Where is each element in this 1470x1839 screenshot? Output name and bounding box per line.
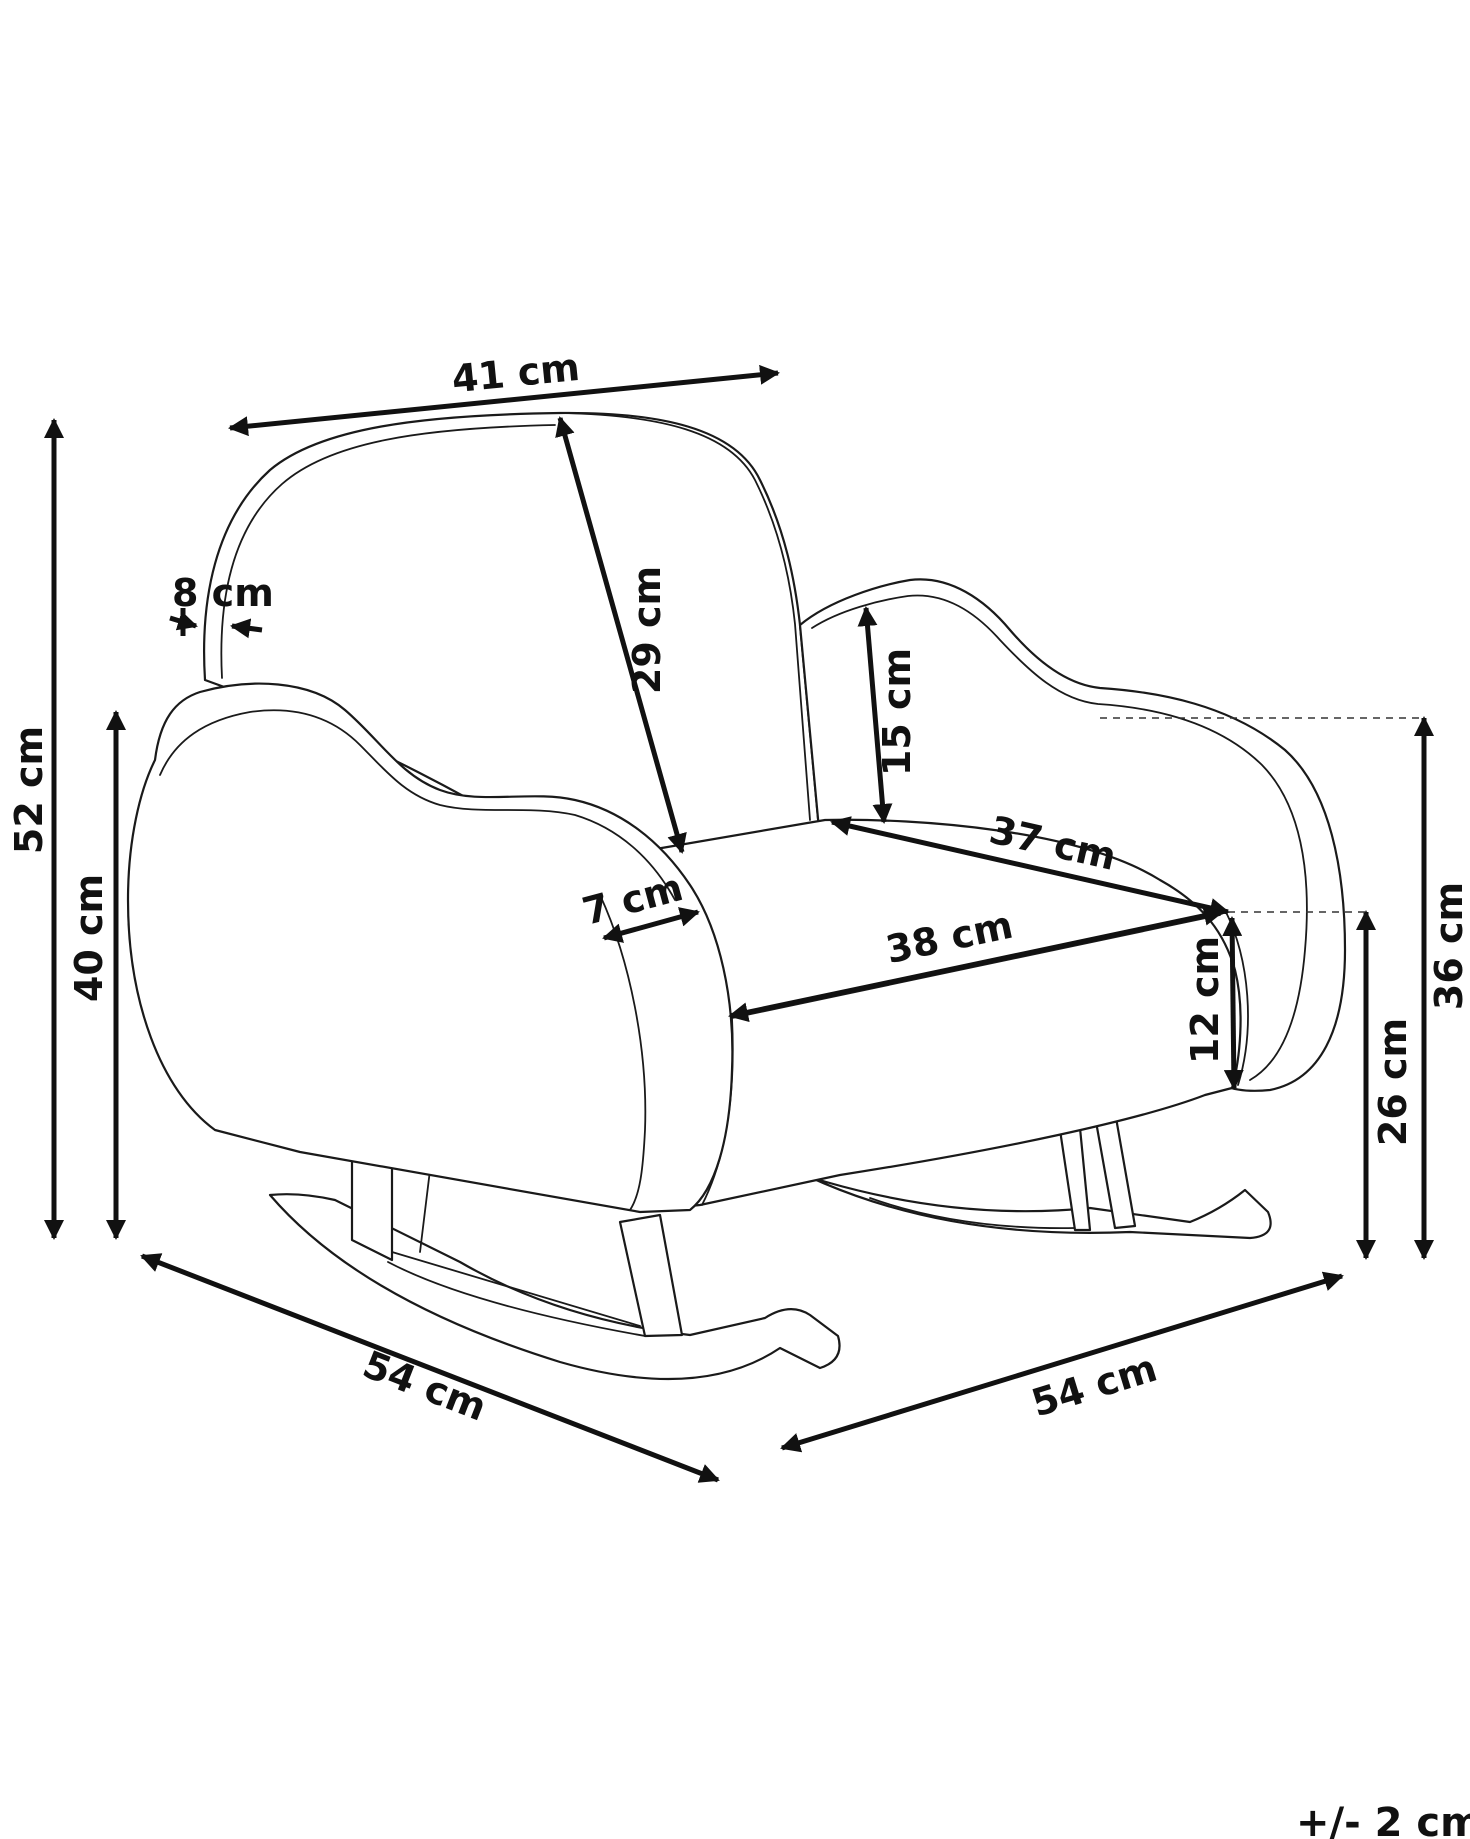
- left-leg-front: [618, 1213, 684, 1338]
- dim-line-seat-thickness: [1222, 916, 1244, 1090]
- right-armrest-inner-seam: [811, 594, 1308, 1081]
- label-length-left: 54 cm: [357, 1342, 492, 1430]
- label-seat-thickness: 12 cm: [1183, 936, 1227, 1064]
- dim-line-armrest-width: [602, 907, 700, 943]
- label-backrest-depth: 8 cm: [172, 571, 274, 615]
- dim-line-armrest-above-seat: [857, 606, 893, 824]
- label-length-right: 54 cm: [1026, 1346, 1162, 1426]
- left-leg-rail-inner: [419, 1169, 431, 1253]
- label-backrest-height: 29 cm: [625, 566, 669, 694]
- left-armrest-front-face: [599, 894, 647, 1211]
- tolerance-note: +/- 2 cm: [1296, 1800, 1470, 1839]
- dim-line-backrest-depth-right: [230, 618, 263, 639]
- dim-line-backrest-width: [228, 364, 780, 437]
- right-rocker-inner-line: [869, 1197, 1076, 1230]
- label-seat-height: 26 cm: [1371, 1018, 1415, 1146]
- label-armrest-above-seat: 15 cm: [875, 648, 919, 776]
- label-arm-height-side: 36 cm: [1427, 882, 1470, 1010]
- dim-line-seat-depth: [830, 816, 1230, 918]
- label-total-height: 52 cm: [7, 726, 51, 854]
- dim-line-length-left: [140, 1253, 720, 1483]
- label-armrest-height: 40 cm: [67, 874, 111, 1002]
- dim-line-backrest-height: [555, 416, 687, 854]
- right-rocker: [740, 1138, 1272, 1240]
- dim-line-length-right: [780, 1271, 1344, 1453]
- dimension-lines: [44, 364, 1434, 1483]
- dim-line-seat-width: [728, 905, 1224, 1023]
